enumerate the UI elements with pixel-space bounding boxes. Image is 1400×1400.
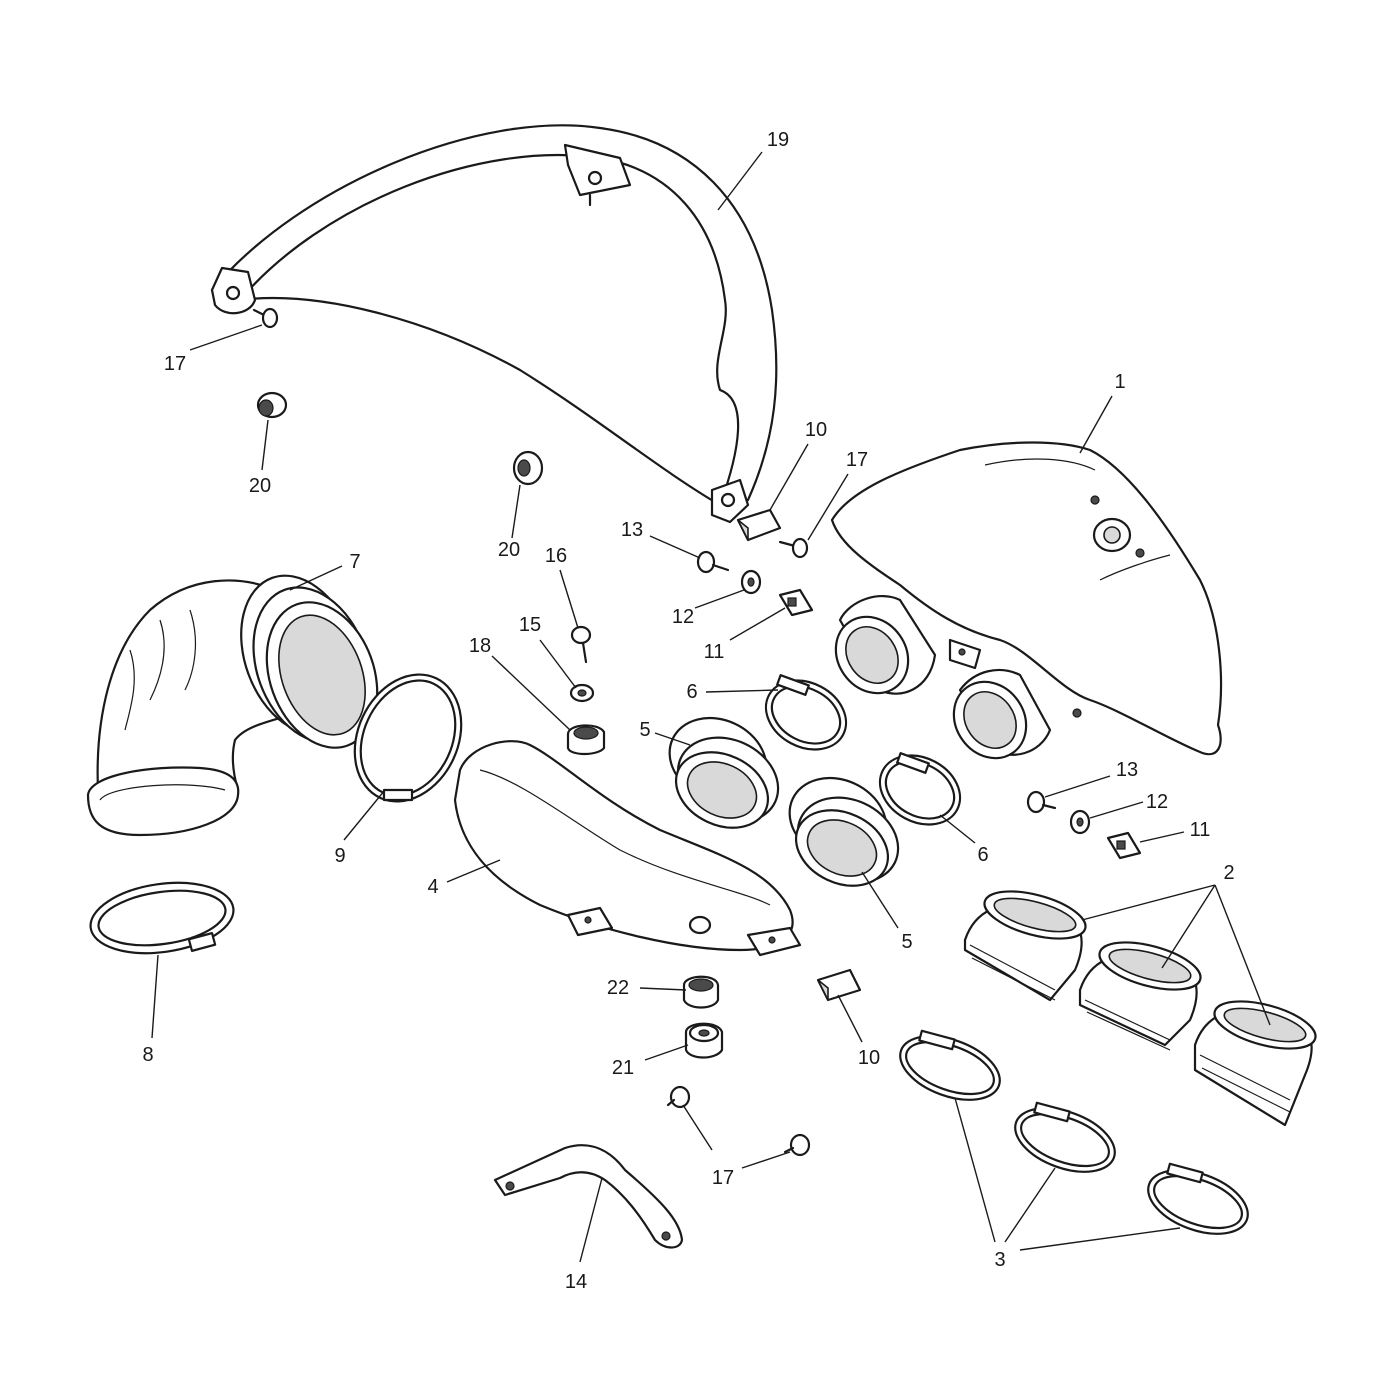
callout-13: 13 [620, 519, 644, 541]
part-11-nut-upper [778, 588, 814, 617]
callout-15: 15 [518, 614, 542, 636]
callout-5: 5 [901, 931, 913, 953]
callout-17: 17 [163, 353, 187, 375]
callout-3: 3 [994, 1249, 1006, 1271]
callout-6: 6 [977, 844, 989, 866]
callout-7: 7 [349, 551, 361, 573]
part-6-clamp-lower [878, 752, 962, 826]
part-6-clamp-upper [764, 674, 848, 751]
callout-4: 4 [427, 876, 439, 898]
part-10-clip-upper [736, 508, 782, 542]
part-22-grommet [682, 975, 720, 1009]
part-2-intake-boot-1 [963, 890, 1087, 1002]
callout-1: 1 [1114, 371, 1126, 393]
part-12-washer-lower [1069, 809, 1091, 835]
part-13-screw-lower [1026, 790, 1057, 814]
callout-10: 10 [804, 419, 828, 441]
part-9-clamp [353, 673, 463, 803]
part-20-grommet-center [512, 450, 544, 486]
callout-17: 17 [711, 1167, 735, 1189]
callout-5: 5 [639, 719, 651, 741]
part-16-screw [570, 625, 592, 664]
callout-22: 22 [606, 977, 630, 999]
part-5-boot-upper [668, 716, 780, 829]
part-3-clamp-3 [1147, 1162, 1249, 1235]
callout-20: 20 [248, 475, 272, 497]
part-20-grommet-left [256, 391, 288, 419]
callout-10: 10 [857, 1047, 881, 1069]
callout-14: 14 [564, 1271, 588, 1293]
part-2-intake-boot-2 [1078, 941, 1202, 1051]
callout-18: 18 [468, 635, 492, 657]
part-17-screw-bottom-left [666, 1085, 691, 1109]
part-18-grommet [566, 724, 606, 756]
part-21-nut [684, 1022, 724, 1059]
part-17-screw-upper [252, 307, 279, 329]
callout-20: 20 [497, 539, 521, 561]
part-3-clamp-1 [899, 1029, 1001, 1101]
part-8-band-clamp [89, 881, 235, 955]
part-1-airbox [830, 441, 1223, 760]
callout-8: 8 [142, 1044, 154, 1066]
callout-9: 9 [334, 845, 346, 867]
part-17-screw-mid [778, 537, 809, 559]
part-13-screw-upper [696, 550, 730, 574]
part-15-washer [569, 683, 595, 703]
part-7-elbow-duct [86, 574, 379, 837]
callout-17: 17 [845, 449, 869, 471]
part-11-nut-lower [1106, 831, 1142, 860]
part-3-clamp-2 [1014, 1101, 1116, 1173]
callout-11: 11 [1189, 819, 1211, 841]
part-4-duct [453, 740, 802, 957]
part-10-clip-lower [816, 968, 862, 1002]
part-2-intake-boot-3 [1193, 1000, 1317, 1127]
leader-lines [151, 151, 1271, 1263]
callout-2: 2 [1223, 862, 1235, 884]
callout-12: 12 [1145, 791, 1169, 813]
callout-16: 16 [544, 545, 568, 567]
callout-13: 13 [1115, 759, 1139, 781]
part-5-boot-lower [788, 776, 900, 887]
part-12-washer-upper [740, 569, 762, 595]
part-17-screw-bottom-right [783, 1133, 811, 1157]
part-14-bracket [493, 1144, 684, 1249]
callout-12: 12 [671, 606, 695, 628]
callout-19: 19 [766, 129, 790, 151]
callout-6: 6 [686, 681, 698, 703]
callout-11: 11 [703, 641, 725, 663]
part-19-cover [210, 124, 778, 524]
callout-21: 21 [611, 1057, 635, 1079]
